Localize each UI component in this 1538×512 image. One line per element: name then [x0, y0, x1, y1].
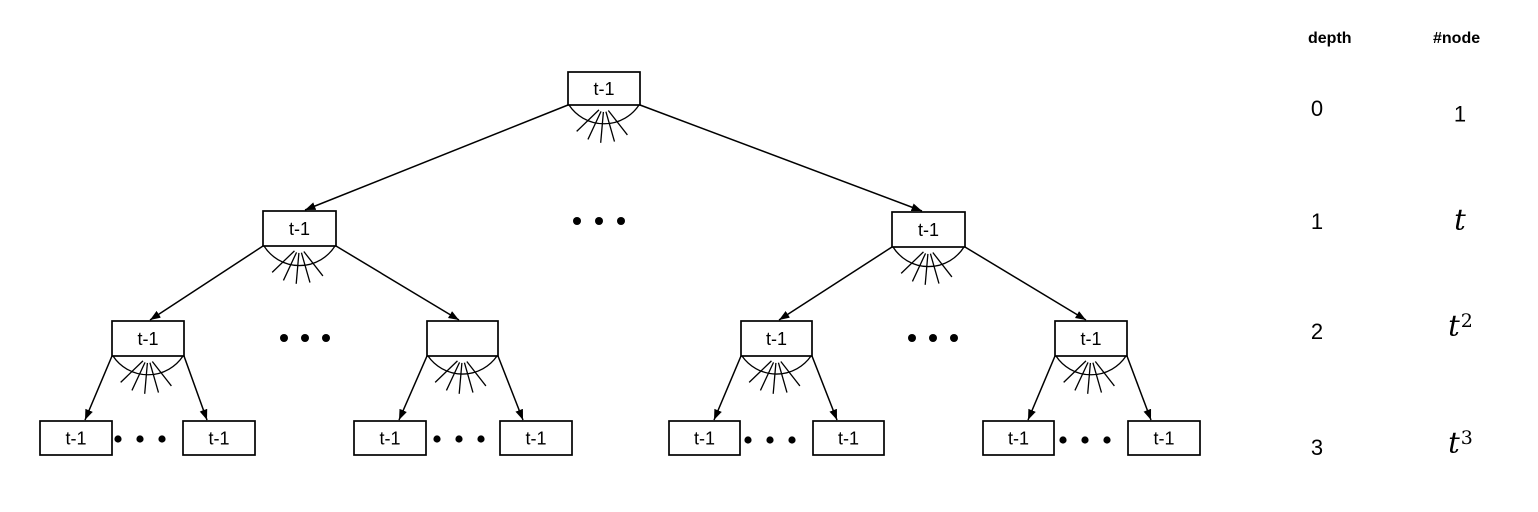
ellipsis-dot	[788, 436, 796, 444]
node-count-value-1: t	[1454, 202, 1466, 237]
tree-node-label: t-1	[65, 429, 86, 449]
ellipsis-dot	[1081, 436, 1089, 444]
depth-value-3: 3	[1310, 435, 1324, 460]
ellipsis-dots	[1059, 436, 1111, 444]
ellipsis-dot	[950, 334, 958, 342]
node-count-value-3: t3	[1448, 425, 1473, 460]
node-count-value-0: 1	[1453, 101, 1467, 127]
node-count-column-header: #node	[1433, 30, 1481, 47]
children-fan-icon	[427, 355, 498, 394]
tree-edge	[497, 355, 524, 421]
tree-node-label: t-1	[525, 429, 546, 449]
ellipsis-dot	[136, 435, 144, 443]
children-fan-icon	[568, 104, 640, 143]
tree-node-label: t-1	[766, 329, 787, 349]
tree-node-box	[353, 420, 427, 456]
tree-node-box	[740, 320, 813, 357]
ellipsis-dots	[908, 334, 958, 342]
tree-node-box	[262, 210, 337, 247]
depth-value-1: 1	[1310, 209, 1324, 234]
depth-column-header: depth	[1308, 30, 1352, 47]
ellipsis-dot	[1059, 436, 1067, 444]
ellipsis-dot	[114, 435, 122, 443]
tree-edge	[1027, 355, 1056, 421]
tree-node-label: t-1	[379, 429, 400, 449]
ellipsis-dots	[573, 217, 625, 225]
tree-node-label: t-1	[838, 429, 859, 449]
tree-edge	[811, 355, 838, 421]
tree-edge	[964, 246, 1087, 321]
tree-node-label: t-1	[694, 429, 715, 449]
tree-node-box	[426, 320, 499, 357]
ellipsis-dot	[929, 334, 937, 342]
ellipsis-dot	[617, 217, 625, 225]
children-fan-icon	[892, 246, 965, 285]
depth-value-0: 0	[1310, 96, 1324, 121]
tree-node-label: t-1	[593, 79, 614, 99]
ellipsis-dot	[744, 436, 752, 444]
ellipsis-dot	[322, 334, 330, 342]
children-fan-icon	[263, 245, 336, 284]
ellipsis-dots	[744, 436, 796, 444]
tree-node-box	[1054, 320, 1128, 357]
ellipsis-dot	[595, 217, 603, 225]
tree-node-box	[111, 320, 185, 357]
tree-edge	[304, 104, 569, 211]
children-fan-icon	[741, 355, 812, 394]
tree-node-box	[499, 420, 573, 456]
ellipsis-dot	[573, 217, 581, 225]
tree-node-box	[982, 420, 1055, 456]
tree-edge	[639, 104, 923, 212]
tree-edge	[84, 355, 113, 421]
tree-node-label: t-1	[289, 219, 310, 239]
ellipsis-dot	[158, 435, 166, 443]
children-fan-icon	[112, 355, 184, 394]
tree-node-box	[668, 420, 741, 456]
ellipsis-dot	[280, 334, 288, 342]
tree-edge	[335, 245, 460, 321]
ellipsis-dot	[433, 435, 441, 443]
tree-node-box	[812, 420, 885, 456]
children-fan-icon	[1055, 355, 1127, 394]
tree-node-box	[567, 71, 641, 106]
tree-node-box	[891, 211, 966, 248]
tree-edge	[713, 355, 742, 421]
tree-edge	[398, 355, 428, 421]
tree-edge	[149, 245, 264, 321]
tree-node-label: t-1	[137, 329, 158, 349]
tree-node-label: t-1	[208, 429, 229, 449]
ellipsis-dot	[1103, 436, 1111, 444]
ellipsis-dots	[433, 435, 485, 443]
tree-edge	[778, 246, 893, 321]
tree-node-label: t-1	[1080, 329, 1101, 349]
ellipsis-dots	[114, 435, 166, 443]
ellipsis-dot	[301, 334, 309, 342]
ellipsis-dot	[477, 435, 485, 443]
tree-node-label: t-1	[1153, 429, 1174, 449]
ellipsis-dot	[908, 334, 916, 342]
tree-node-box	[1127, 420, 1201, 456]
tree-node-label: t-1	[1008, 429, 1029, 449]
depth-value-2: 2	[1310, 319, 1324, 344]
ellipsis-dot	[766, 436, 774, 444]
ellipsis-dot	[455, 435, 463, 443]
tree-node-box	[182, 420, 256, 456]
tree-edge	[1126, 355, 1152, 421]
ellipsis-dots	[280, 334, 330, 342]
tree-edge	[183, 355, 208, 421]
tree-node-label: t-1	[918, 220, 939, 240]
node-count-value-2: t2	[1448, 308, 1473, 343]
tree-node-box	[39, 420, 113, 456]
